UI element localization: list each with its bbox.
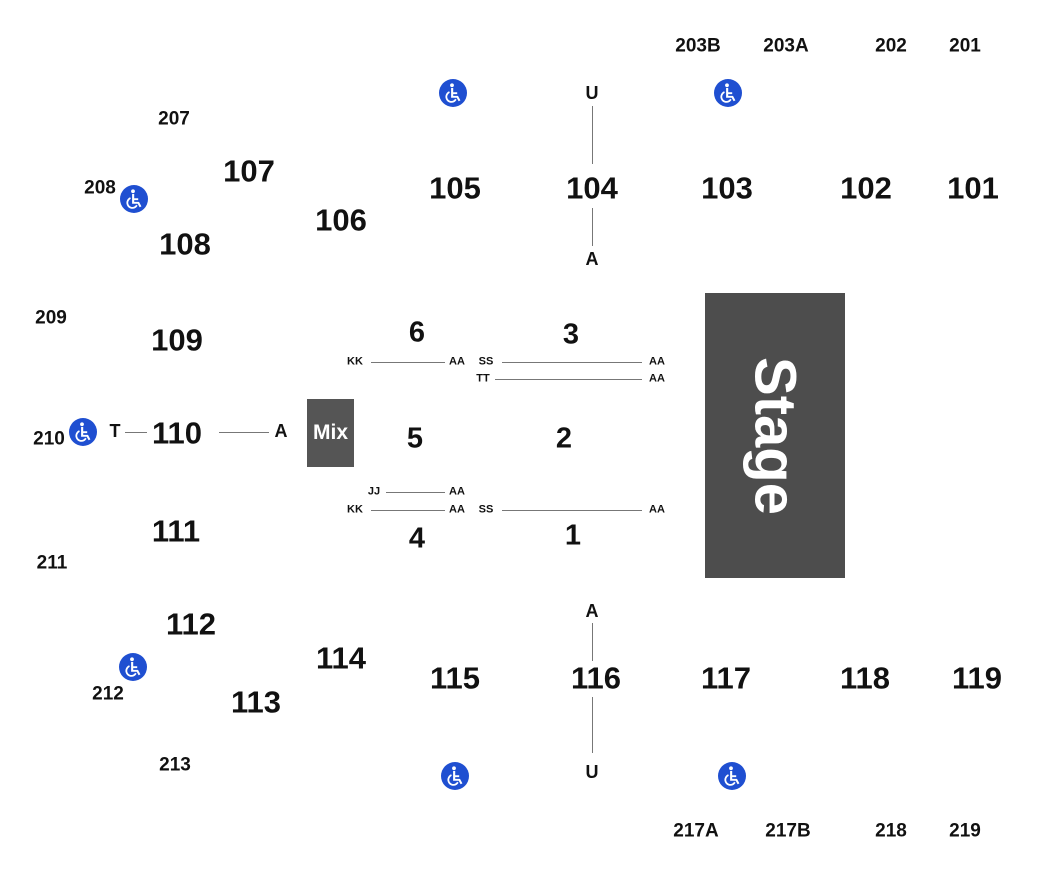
wheelchair-icon[interactable]	[441, 762, 469, 790]
section-102[interactable]: 102	[840, 170, 892, 206]
section-106[interactable]: 106	[315, 202, 367, 238]
row-label-6-kk: KK	[347, 355, 363, 368]
row-label-116-u: U	[585, 762, 599, 782]
section-105[interactable]: 105	[429, 170, 481, 206]
section-201[interactable]: 201	[949, 35, 981, 57]
section-111[interactable]: 111	[151, 513, 201, 549]
row-line-110-left	[125, 432, 147, 433]
section-117[interactable]: 117	[700, 660, 752, 696]
section-103[interactable]: 103	[701, 170, 753, 206]
section-115[interactable]: 115	[429, 660, 481, 696]
mix-booth: Mix	[307, 399, 354, 467]
section-108[interactable]: 108	[159, 226, 211, 262]
section-203b[interactable]: 203B	[675, 35, 721, 57]
floor-section-2[interactable]: 2	[555, 422, 573, 455]
row-line-110-right	[219, 432, 269, 433]
row-label-4-aa-1: AA	[449, 485, 465, 498]
section-217a[interactable]: 217A	[673, 820, 719, 842]
row-label-4-kk: KK	[347, 503, 363, 516]
section-207[interactable]: 207	[158, 108, 190, 130]
row-line-1	[502, 510, 642, 511]
row-line-3-tt	[495, 379, 642, 380]
section-113[interactable]: 113	[230, 684, 282, 720]
wheelchair-icon[interactable]	[439, 79, 467, 107]
mix-label: Mix	[312, 421, 349, 444]
row-label-4-jj: JJ	[367, 485, 381, 498]
row-label-4-aa-2: AA	[449, 503, 465, 516]
row-label-3-ss: SS	[478, 355, 494, 368]
floor-section-3[interactable]: 3	[562, 318, 580, 351]
stage: Stage	[705, 293, 845, 578]
section-118[interactable]: 118	[839, 660, 891, 696]
row-line-4-jj	[386, 492, 445, 493]
wheelchair-icon[interactable]	[714, 79, 742, 107]
floor-section-4[interactable]: 4	[408, 522, 426, 555]
section-209[interactable]: 209	[35, 307, 67, 329]
row-label-3-tt: TT	[476, 372, 490, 385]
row-line-116-lower	[592, 697, 593, 753]
stage-label: Stage	[742, 356, 808, 515]
section-219[interactable]: 219	[949, 820, 981, 842]
section-116[interactable]: 116	[570, 660, 622, 696]
row-label-1-aa: AA	[649, 503, 665, 516]
section-218[interactable]: 218	[875, 820, 907, 842]
section-217b[interactable]: 217B	[765, 820, 811, 842]
section-119[interactable]: 119	[951, 660, 1003, 696]
section-110[interactable]: 110	[151, 415, 203, 451]
wheelchair-icon[interactable]	[119, 653, 147, 681]
section-101[interactable]: 101	[947, 170, 999, 206]
section-208[interactable]: 208	[84, 177, 116, 199]
row-line-4-kk	[371, 510, 445, 511]
row-label-104-u: U	[585, 83, 599, 103]
wheelchair-icon[interactable]	[69, 418, 97, 446]
section-114[interactable]: 114	[315, 640, 367, 676]
section-212[interactable]: 212	[92, 683, 124, 705]
section-109[interactable]: 109	[151, 322, 203, 358]
section-112[interactable]: 112	[165, 606, 217, 642]
section-211[interactable]: 211	[36, 552, 68, 574]
row-label-104-a: A	[585, 249, 599, 269]
row-label-110-t: T	[109, 421, 121, 441]
wheelchair-icon[interactable]	[120, 185, 148, 213]
row-line-116-upper	[592, 623, 593, 661]
row-line-104-lower	[592, 208, 593, 246]
row-line-104-upper	[592, 106, 593, 164]
section-213[interactable]: 213	[159, 754, 191, 776]
wheelchair-icon[interactable]	[718, 762, 746, 790]
section-202[interactable]: 202	[875, 35, 907, 57]
row-label-3-aa-2: AA	[649, 372, 665, 385]
row-label-3-aa-1: AA	[649, 355, 665, 368]
section-107[interactable]: 107	[223, 153, 275, 189]
row-label-116-a: A	[585, 601, 599, 621]
floor-section-5[interactable]: 5	[406, 422, 424, 455]
row-label-6-aa: AA	[449, 355, 465, 368]
section-104[interactable]: 104	[566, 170, 618, 206]
floor-section-6[interactable]: 6	[408, 316, 426, 349]
section-210[interactable]: 210	[33, 428, 65, 450]
section-203a[interactable]: 203A	[763, 35, 809, 57]
row-line-6	[371, 362, 445, 363]
row-label-110-a: A	[274, 421, 288, 441]
row-line-3-ss	[502, 362, 642, 363]
floor-section-1[interactable]: 1	[564, 519, 582, 552]
row-label-1-ss: SS	[478, 503, 494, 516]
